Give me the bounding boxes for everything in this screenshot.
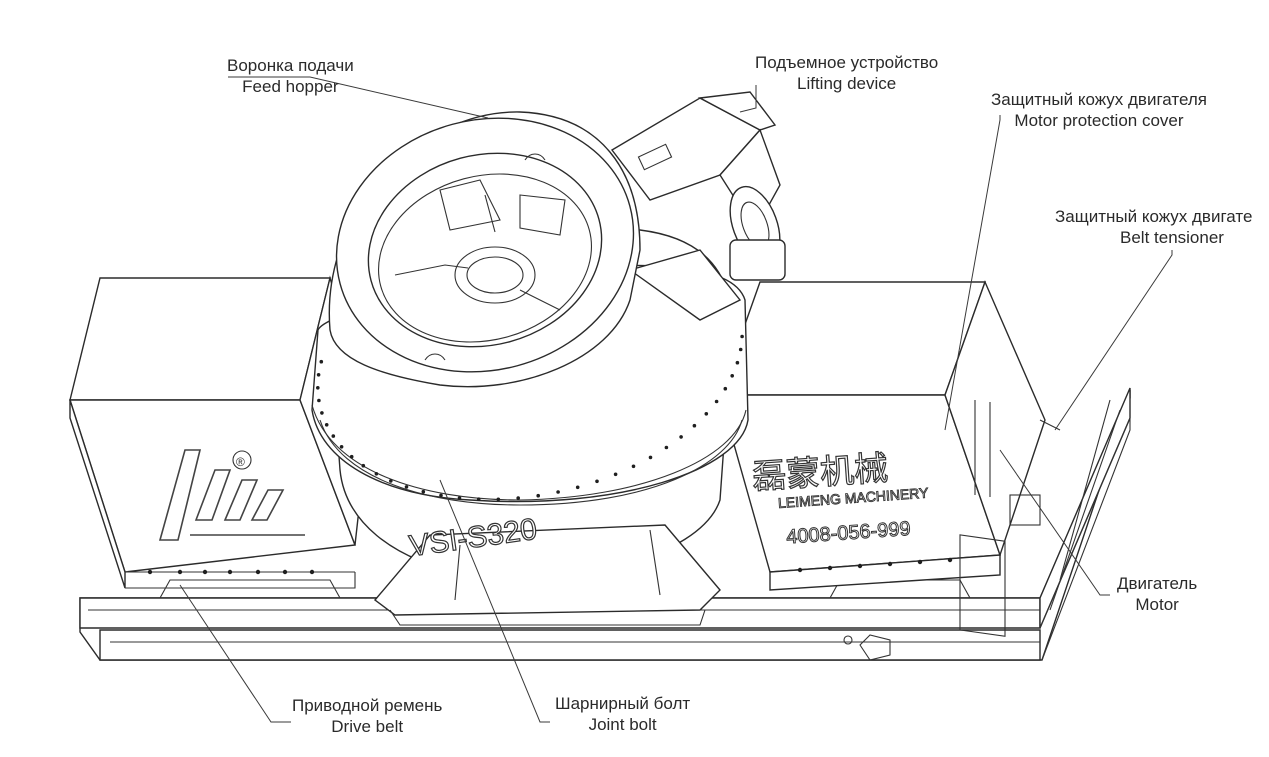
rim-bolt	[439, 493, 443, 498]
rim-bolt	[735, 360, 740, 365]
label-belt-tensioner-en: Belt tensioner	[1120, 228, 1224, 247]
label-feed-hopper: Воронка подачи Feed hopper	[227, 55, 354, 97]
rim-bolt	[704, 412, 709, 416]
guard-bolt	[255, 569, 261, 575]
label-motor-cover: Защитный кожух двигателя Motor protectio…	[991, 89, 1207, 131]
rim-bolt	[613, 472, 618, 477]
guard-bolt	[177, 569, 183, 575]
label-motor-cover-en: Motor protection cover	[1014, 111, 1184, 130]
feed-hopper-drawing	[328, 111, 641, 388]
rim-bolt	[316, 386, 320, 390]
leader-lines	[179, 76, 1173, 723]
rim-bolt	[730, 374, 734, 378]
rim-bolts	[147, 334, 953, 575]
guard-bolt	[947, 557, 953, 563]
rim-bolt	[536, 493, 540, 498]
rim-bolt	[738, 347, 743, 352]
rim-bolt	[404, 485, 409, 489]
guard-bolt	[797, 567, 803, 573]
rim-bolt	[421, 489, 426, 494]
guard-bolt	[227, 569, 233, 575]
rim-bolt	[324, 423, 329, 427]
rim-bolt	[692, 423, 697, 428]
rim-bolt	[316, 373, 321, 377]
crusher-body	[311, 227, 749, 626]
rim-bolt	[679, 435, 683, 439]
rim-bolt	[516, 496, 520, 500]
label-motor-ru: Двигатель	[1117, 574, 1198, 593]
label-drive-belt: Приводной ремень Drive belt	[292, 695, 442, 737]
label-joint-bolt-ru: Шарнирный болт	[555, 694, 691, 713]
label-motor: Двигатель Motor	[1117, 573, 1197, 615]
guard-bolt	[827, 565, 833, 571]
guard-bolt	[147, 569, 153, 575]
registered-mark: ®	[236, 455, 245, 469]
label-lifting-device: Подъемное устройство Lifting device	[755, 52, 938, 94]
label-drive-belt-ru: Приводной ремень	[292, 696, 443, 715]
guard-bolt	[857, 563, 863, 569]
guard-bolt	[202, 569, 208, 575]
rim-bolt	[457, 496, 462, 500]
guard-bolt	[887, 561, 893, 567]
rim-bolt	[664, 445, 669, 450]
right-belt-guard	[719, 280, 1061, 637]
rim-bolt	[631, 464, 636, 469]
label-belt-tensioner: Защитный кожух двигате Belt tensioner	[1055, 206, 1269, 248]
label-joint-bolt: Шарнирный болт Joint bolt	[555, 693, 690, 735]
label-lifting-device-ru: Подъемное устройство	[755, 53, 939, 72]
rim-bolt	[714, 399, 719, 404]
label-motor-en: Motor	[1135, 595, 1179, 614]
guard-bolt	[282, 569, 288, 575]
label-feed-hopper-ru: Воронка подачи	[227, 56, 354, 75]
label-feed-hopper-en: Feed hopper	[242, 77, 339, 96]
rim-bolt	[374, 472, 379, 476]
rim-bolt	[595, 479, 599, 484]
rim-bolt	[648, 455, 653, 460]
label-motor-cover-ru: Защитный кожух двигателя	[991, 90, 1207, 109]
rim-bolt	[723, 386, 728, 391]
rim-bolt	[575, 485, 580, 490]
rim-bolt	[319, 359, 324, 364]
guard-bolt	[917, 559, 923, 565]
rim-bolt	[496, 497, 501, 502]
guard-bolt	[309, 569, 315, 575]
rim-bolt	[331, 434, 336, 438]
rim-bolt	[317, 398, 321, 403]
rim-bolt	[389, 479, 393, 483]
rim-bolt	[361, 463, 366, 468]
rim-bolt	[339, 445, 344, 449]
rim-bolt	[349, 454, 354, 459]
label-drive-belt-en: Drive belt	[331, 717, 404, 736]
rim-bolt	[320, 411, 324, 415]
rim-bolt	[740, 334, 744, 339]
label-lifting-device-en: Lifting device	[796, 74, 897, 93]
label-joint-bolt-en: Joint bolt	[588, 715, 657, 734]
label-belt-tensioner-ru: Защитный кожух двигате	[1055, 207, 1253, 226]
rim-bolt	[556, 490, 560, 494]
rim-bolt	[476, 497, 481, 502]
